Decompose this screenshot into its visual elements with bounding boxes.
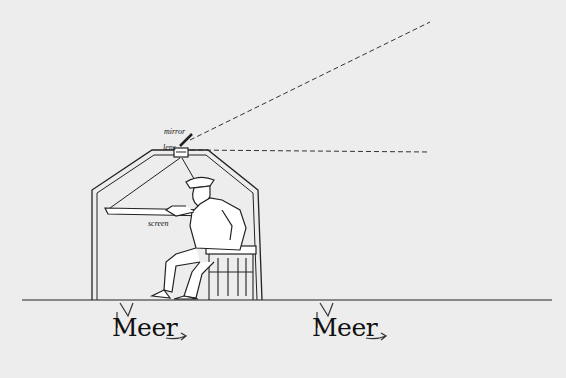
light-cone — [110, 158, 180, 208]
lens-symbol — [176, 152, 186, 153]
ground-line — [22, 299, 552, 300]
light-ray — [190, 150, 430, 152]
part-label: screen — [148, 220, 169, 228]
signature: Meer — [112, 315, 177, 340]
seated-man — [152, 177, 246, 299]
booth-outline — [92, 150, 262, 300]
light-ray — [190, 22, 430, 140]
part-label: lens — [163, 144, 176, 152]
part-label: mirror — [164, 128, 185, 136]
lens-symbol — [174, 148, 188, 157]
booth-inner-outline — [97, 155, 257, 300]
stool — [209, 254, 253, 300]
signature: Meer — [312, 315, 377, 340]
